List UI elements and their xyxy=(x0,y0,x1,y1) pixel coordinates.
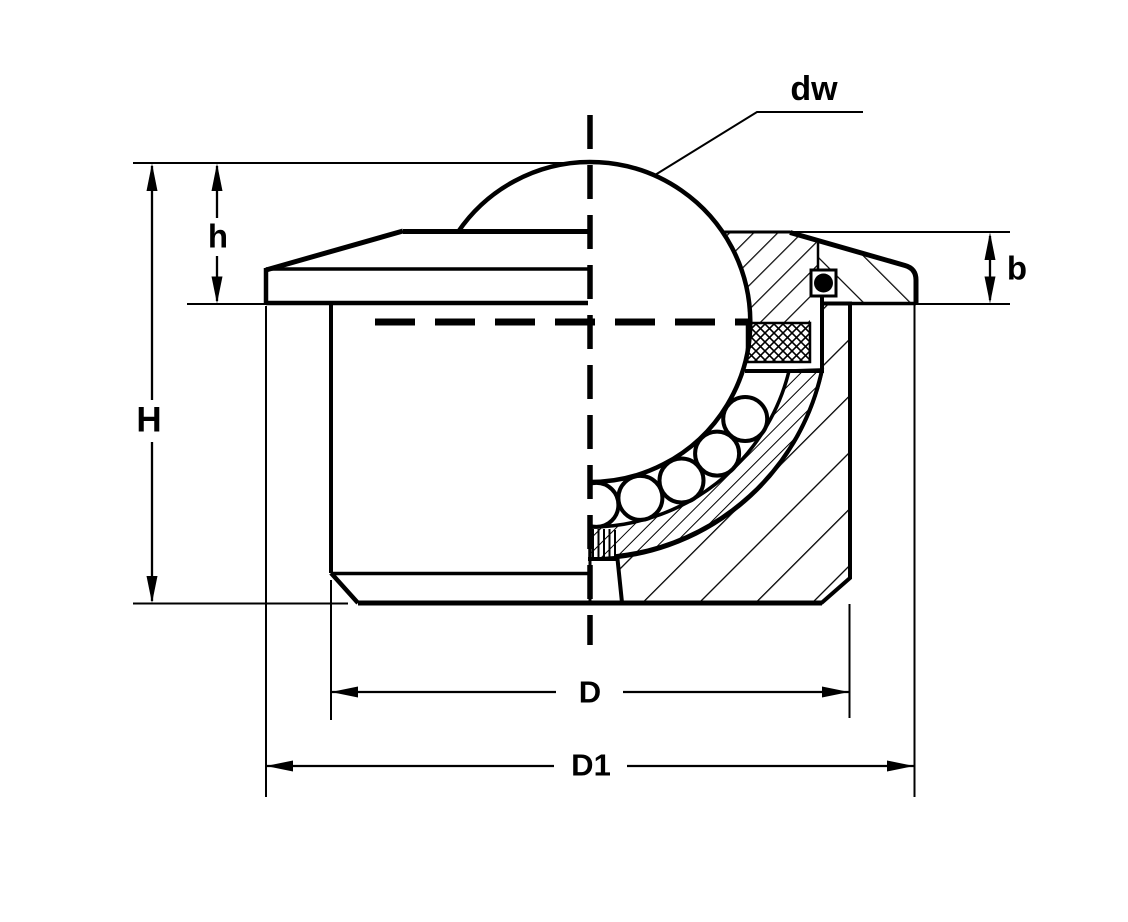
dim-D xyxy=(331,686,849,698)
shell-end-block xyxy=(592,529,616,558)
leader-dw xyxy=(654,111,863,176)
dim-D1 xyxy=(266,760,914,772)
dim-b xyxy=(984,232,996,304)
body-diameter-label: D xyxy=(575,676,605,708)
centerlines xyxy=(375,115,750,645)
seal-ring-section xyxy=(745,321,812,364)
flange-thickness-label: b xyxy=(1003,251,1031,285)
main-ball-outline xyxy=(456,159,753,485)
dim-H xyxy=(146,163,158,603)
flange-section xyxy=(818,243,916,303)
ball-seat-shell-section xyxy=(588,368,825,561)
height-above-flange-label: h xyxy=(204,219,232,253)
dimension-lines xyxy=(146,111,996,772)
extension-lines xyxy=(133,162,1010,797)
ball-diameter-label: dw xyxy=(787,72,841,106)
flange-diameter-label: D1 xyxy=(568,749,614,781)
cover-plate-left xyxy=(263,228,588,306)
total-height-label: H xyxy=(133,402,165,438)
pin-detail xyxy=(809,268,838,298)
dim-h xyxy=(211,163,223,304)
